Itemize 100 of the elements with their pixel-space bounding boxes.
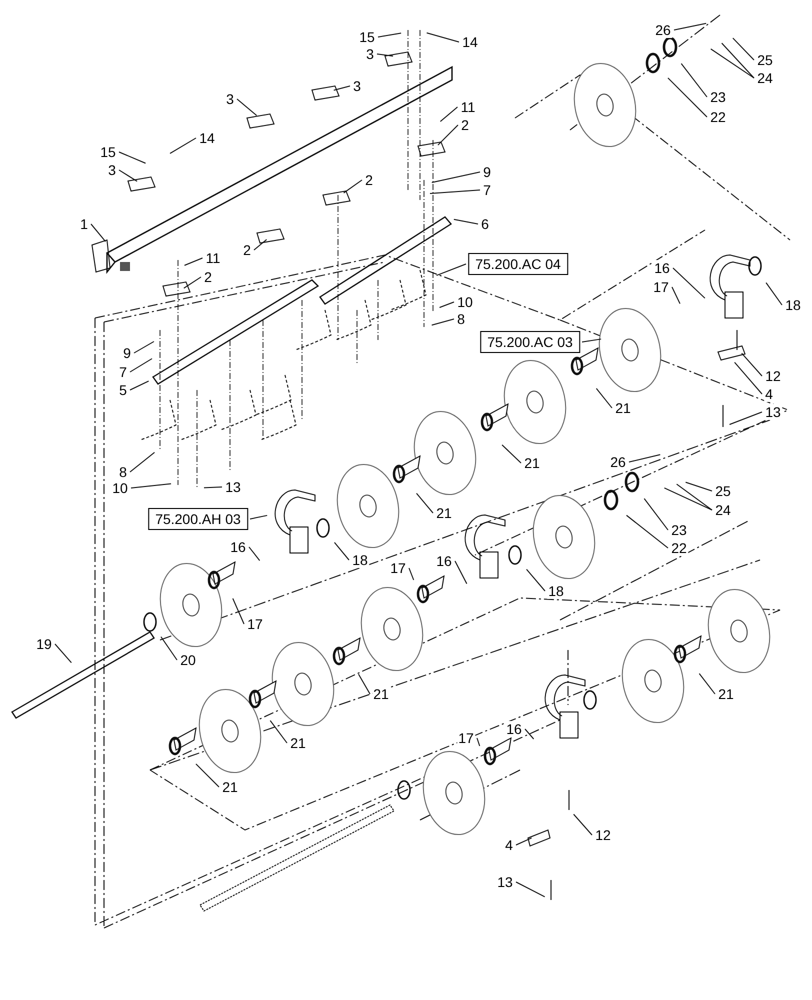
callout-number: 4 xyxy=(764,386,774,402)
leader-line xyxy=(183,276,202,289)
callout-number: 4 xyxy=(504,837,514,853)
callout-number: 18 xyxy=(784,297,802,313)
callout-number: 16 xyxy=(653,260,671,276)
leader-line xyxy=(436,264,466,276)
leader-line xyxy=(54,644,72,664)
leader-line xyxy=(667,77,708,118)
callout-number: 14 xyxy=(198,130,216,146)
callout-number: 25 xyxy=(756,52,774,68)
reference-box: 75.200.AC 04 xyxy=(468,253,568,275)
callout-number: 11 xyxy=(460,99,476,115)
leader-line xyxy=(426,32,460,42)
callout-number: 10 xyxy=(456,294,474,310)
callout-number: 9 xyxy=(482,164,492,180)
callout-number: 17 xyxy=(457,730,475,746)
leader-line xyxy=(118,152,146,164)
leader-line xyxy=(676,484,712,510)
callout-number: 7 xyxy=(118,364,128,380)
callout-number: 15 xyxy=(99,144,117,160)
callout-number: 24 xyxy=(714,502,732,518)
leader-line xyxy=(248,546,260,561)
leader-line xyxy=(710,48,754,78)
callout-number: 11 xyxy=(204,250,222,266)
callout-number: 17 xyxy=(389,560,407,576)
leader-line xyxy=(596,388,612,408)
reference-box: 75.200.AC 03 xyxy=(480,331,580,353)
leader-line xyxy=(170,138,196,154)
leader-line xyxy=(130,380,150,390)
callout-number: 17 xyxy=(652,279,670,295)
leader-line xyxy=(502,444,522,464)
callout-number: 1 xyxy=(79,216,89,232)
leader-line xyxy=(437,124,458,146)
callout-number: 21 xyxy=(523,455,541,471)
callout-number: 8 xyxy=(118,464,128,480)
reference-box: 75.200.AH 03 xyxy=(148,508,248,530)
callout-number: 16 xyxy=(229,539,247,555)
callout-number: 21 xyxy=(372,686,390,702)
leader-line xyxy=(664,487,712,510)
callout-number: 12 xyxy=(594,827,612,843)
callout-number: 3 xyxy=(107,162,117,178)
leader-line xyxy=(184,258,203,266)
leader-line xyxy=(672,286,680,304)
callout-number: 17 xyxy=(246,616,264,632)
leader-line xyxy=(376,54,394,57)
leader-line xyxy=(431,172,480,183)
callout-number: 16 xyxy=(435,553,453,569)
leader-line xyxy=(685,482,712,492)
callout-number: 23 xyxy=(670,522,688,538)
leader-line xyxy=(644,498,668,530)
callout-number: 8 xyxy=(456,311,466,327)
callout-number: 15 xyxy=(358,29,376,45)
leader-line xyxy=(130,452,156,472)
callout-number: 25 xyxy=(714,483,732,499)
leader-line xyxy=(358,674,370,694)
leader-line xyxy=(439,302,454,308)
leader-line xyxy=(729,412,762,425)
leader-line xyxy=(236,98,258,116)
leader-line xyxy=(766,282,782,306)
callout-number: 3 xyxy=(225,91,235,107)
callout-number: 9 xyxy=(122,345,132,361)
leader-line xyxy=(431,318,454,326)
leader-line xyxy=(680,63,708,98)
leader-line xyxy=(195,763,220,788)
leader-line xyxy=(524,728,534,740)
callout-number: 22 xyxy=(709,109,727,125)
leader-line xyxy=(516,882,546,898)
callout-number: 21 xyxy=(614,400,632,416)
leader-line xyxy=(628,454,661,462)
callout-number: 23 xyxy=(709,89,727,105)
leader-line xyxy=(698,673,716,694)
leader-line xyxy=(118,170,138,182)
callout-number: 3 xyxy=(352,78,362,94)
leader-line xyxy=(674,22,707,30)
leader-line xyxy=(343,180,362,194)
leader-line xyxy=(408,568,414,580)
callout-number: 21 xyxy=(289,735,307,751)
callout-number: 26 xyxy=(654,22,672,38)
callout-number: 3 xyxy=(365,46,375,62)
leader-line xyxy=(741,352,762,376)
leader-line xyxy=(582,338,602,342)
callout-number: 22 xyxy=(670,540,688,556)
leader-line xyxy=(476,738,480,746)
leader-line xyxy=(516,837,532,846)
callout-number: 6 xyxy=(480,216,490,232)
callout-number: 5 xyxy=(118,382,128,398)
leader-line xyxy=(334,542,350,560)
callout-number: 21 xyxy=(717,686,735,702)
leader-line xyxy=(453,218,478,224)
leader-line xyxy=(454,560,468,584)
callout-number: 26 xyxy=(609,454,627,470)
leader-line xyxy=(721,42,754,78)
callout-number: 2 xyxy=(364,172,374,188)
leader-line xyxy=(134,341,154,354)
leader-line xyxy=(416,492,434,514)
callout-number: 2 xyxy=(460,117,470,133)
callout-number: 21 xyxy=(435,505,453,521)
leader-line xyxy=(160,636,178,660)
leader-line xyxy=(204,486,222,488)
leader-line xyxy=(732,38,754,60)
